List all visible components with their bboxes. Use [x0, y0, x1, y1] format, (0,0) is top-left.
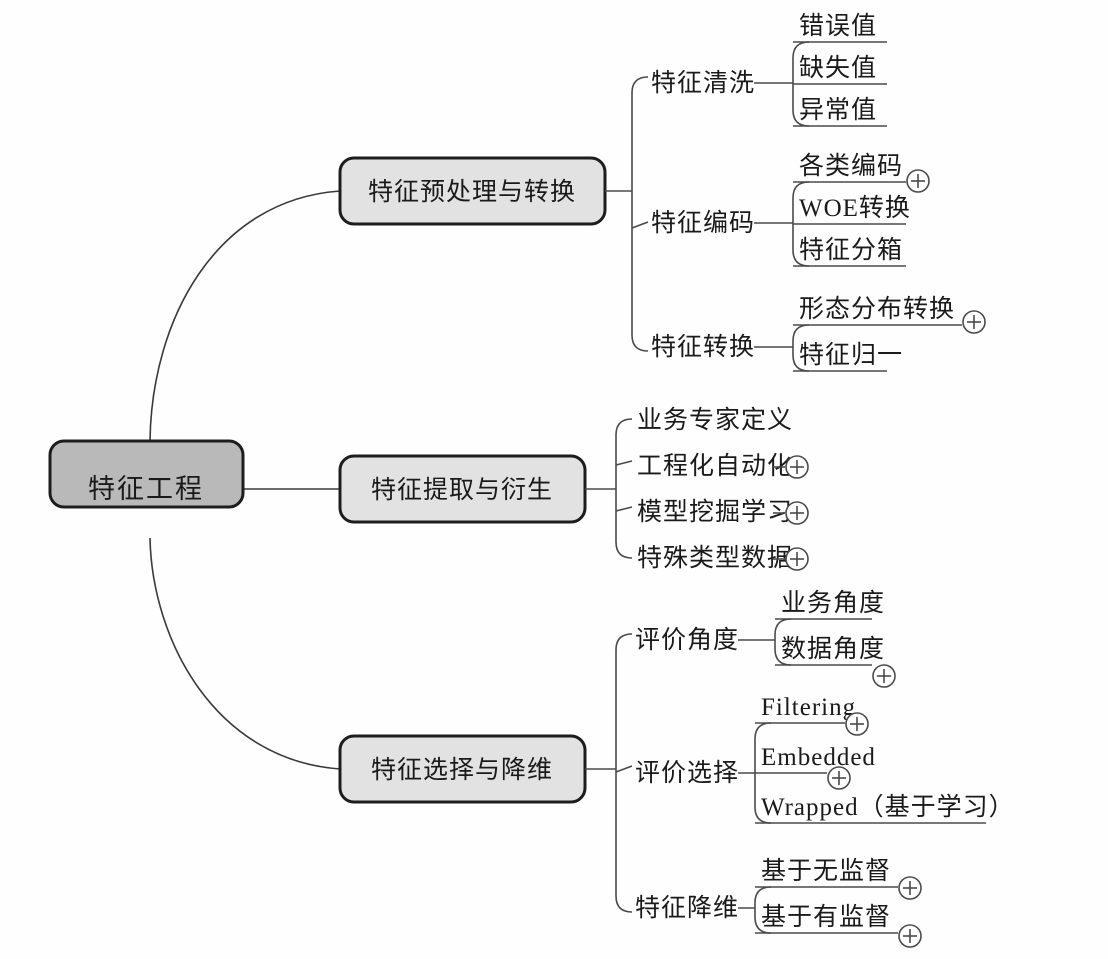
plus-circle-icon-2-2-1[interactable] [898, 924, 922, 948]
plus-circle-icon-0-2-0[interactable] [962, 310, 986, 334]
leaf-2-1-1-label: Embedded [761, 744, 876, 771]
connector-root-to-branch-0 [149, 190, 341, 441]
plus-circle-icon-2-1-1[interactable] [827, 766, 851, 790]
root-node-box[interactable] [48, 439, 245, 509]
leaf-0-0-0-label: 错误值 [799, 12, 877, 40]
subnode-0-2-label: 特征转换 [651, 333, 755, 361]
subnode-2-1[interactable]: 评价选择 Filtering Embedded Wrapped（基于学习） [635, 694, 1015, 824]
leaf-1-0-2-label: 模型挖掘学习 [637, 498, 793, 526]
plus-circle-icon-1-0-3[interactable] [773, 547, 809, 571]
leaf-1-0-1-label: 工程化自动化 [637, 452, 793, 480]
branch-1-subtree-connectors [585, 418, 633, 559]
subnode-1-0[interactable]: 业务专家定义 工程化自动化 模型挖掘学习 特殊类型数据 [637, 406, 809, 572]
plus-circle-icon-2-0-1[interactable] [872, 664, 896, 688]
branch-2-subtree-connectors [585, 633, 633, 913]
root-node-label: 特征工程 [88, 474, 204, 504]
subnode-2-0-leaf-spine [774, 618, 792, 666]
branch-1-spine [615, 418, 633, 559]
leaf-0-0-1-label: 缺失值 [799, 54, 877, 82]
leaf-1-0-3-label: 特殊类型数据 [637, 544, 793, 572]
branch-1[interactable]: 特征提取与衍生 [338, 454, 587, 524]
branch-1-hook-1 [615, 460, 633, 466]
branch-0-subtree-connectors [605, 76, 649, 352]
subnode-2-1-label: 评价选择 [635, 759, 739, 787]
leaf-0-0-2-label: 异常值 [799, 96, 877, 124]
subnode-0-0[interactable]: 特征清洗 错误值 缺失值 异常值 [651, 12, 887, 127]
branch-0-label: 特征预处理与转换 [368, 178, 576, 206]
subnode-2-0-label: 评价角度 [635, 626, 739, 654]
subnode-0-2[interactable]: 特征转换 形态分布转换 特征归一 [651, 295, 986, 372]
plus-circle-icon-0-1-0[interactable] [906, 169, 930, 193]
branch-0-hook-1 [631, 221, 649, 229]
leaf-2-1-0-label: Filtering [761, 694, 856, 721]
subnode-2-2[interactable]: 特征降维 基于无监督 基于有监督 [635, 857, 922, 948]
root-branch-connectors [149, 190, 341, 770]
leaf-2-2-0-label: 基于无监督 [761, 857, 891, 885]
leaf-2-2-1-label: 基于有监督 [761, 903, 891, 931]
leaf-0-1-2-label: 特征分箱 [799, 236, 903, 264]
leaf-0-2-1-label: 特征归一 [799, 341, 903, 369]
subnode-2-0[interactable]: 评价角度 业务角度 数据角度 [635, 589, 896, 688]
leaf-0-1-1-label: WOE转换 [799, 194, 911, 222]
branch-2-spine [615, 633, 633, 913]
subnode-0-0-label: 特征清洗 [651, 69, 755, 97]
leaf-2-0-0-label: 业务角度 [781, 589, 885, 617]
leaf-1-0-0-label: 业务专家定义 [637, 406, 793, 434]
connector-root-to-branch-2 [149, 537, 341, 770]
branch-1-label: 特征提取与衍生 [371, 476, 553, 504]
branch-2-label: 特征选择与降维 [371, 756, 553, 784]
subnode-0-1-label: 特征编码 [651, 209, 755, 237]
leaf-0-1-0-label: 各类编码 [799, 152, 903, 180]
leaf-0-2-0-label: 形态分布转换 [799, 295, 955, 323]
plus-circle-icon-2-1-0[interactable] [845, 712, 869, 736]
subnode-2-2-leaf-spine [754, 886, 772, 934]
subnode-2-2-label: 特征降维 [635, 894, 739, 922]
plus-circle-icon-1-0-2[interactable] [773, 501, 809, 525]
leaf-2-1-2-label: Wrapped（基于学习） [761, 793, 1015, 821]
branch-2-hook-1 [615, 765, 633, 773]
subnode-0-1[interactable]: 特征编码 各类编码 WOE转换 特征分箱 [651, 152, 930, 267]
branch-1-hook-2 [615, 506, 633, 512]
plus-circle-icon-1-0-1[interactable] [773, 455, 809, 479]
leaf-2-0-1-label: 数据角度 [781, 635, 885, 663]
plus-circle-icon-2-2-0[interactable] [898, 876, 922, 900]
root-node[interactable]: 特征工程 [48, 439, 245, 509]
branch-0-spine [631, 76, 649, 352]
branch-0[interactable]: 特征预处理与转换 [338, 156, 607, 226]
subnode-0-2-leaf-spine [792, 324, 810, 372]
branch-2[interactable]: 特征选择与降维 [338, 734, 587, 804]
